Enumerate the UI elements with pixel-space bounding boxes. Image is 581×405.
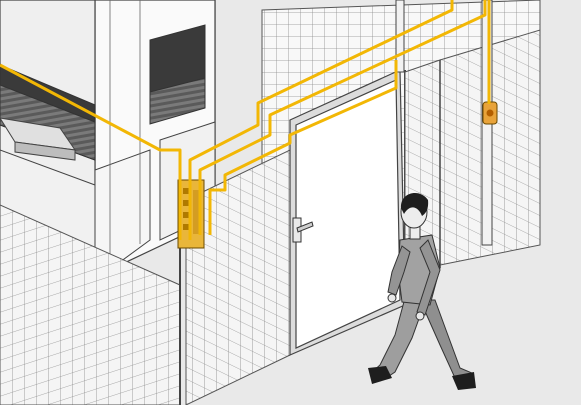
signal-lamp-icon (483, 102, 497, 124)
